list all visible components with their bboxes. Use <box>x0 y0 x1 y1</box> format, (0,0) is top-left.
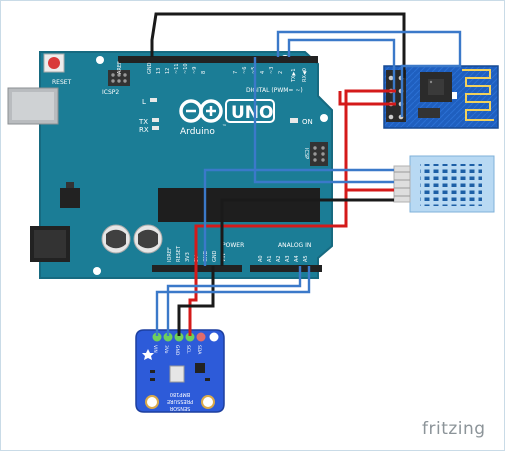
bmp-pad <box>152 332 162 342</box>
arduino-uno-board: RESET ICSP2 AREF GND 13 12 ~11 ~10 ~9 8 … <box>7 51 333 279</box>
on-label: ON <box>302 118 313 126</box>
bmp-pad <box>174 332 184 342</box>
wire-bmp-scl <box>155 266 311 336</box>
mounting-hole <box>320 114 328 122</box>
icsp2-header <box>108 70 130 86</box>
icsp2-label: ICSP2 <box>102 89 119 96</box>
tx-label: TX <box>138 118 148 126</box>
dc-power-jack <box>30 226 70 262</box>
pin-label-2: 2 <box>278 71 284 74</box>
pin-label-13: 13 <box>156 68 162 74</box>
mounting-hole <box>93 267 101 275</box>
pin-label-a2: A2 <box>276 255 282 262</box>
fritzing-watermark: fritzing <box>422 419 486 439</box>
bmp-pin-gnd: GND <box>174 345 180 356</box>
pin-label-gnd2: GND <box>212 250 218 262</box>
pin-label-a3: A3 <box>285 255 291 262</box>
pin-label-7: 7 <box>233 71 239 74</box>
rx-label: RX <box>139 126 149 134</box>
pin-label-8: 8 <box>201 71 207 74</box>
uno-badge <box>225 99 275 123</box>
bmp-line3: SENSOR <box>169 405 190 411</box>
pin-label-1: TX▶1 <box>291 68 297 83</box>
led-l <box>150 98 157 102</box>
icsp-header <box>310 142 328 166</box>
pin-label-10: ~10 <box>183 63 189 74</box>
analog-label: ANALOG IN <box>278 242 311 249</box>
dht11-sensor <box>393 155 495 213</box>
bmp-mounting-hole <box>145 395 159 409</box>
digital-header-left <box>118 56 238 63</box>
pin-label-aref: AREF <box>117 61 123 74</box>
esp-flash-chip <box>418 108 440 118</box>
bmp-regulator <box>195 363 205 373</box>
analog-header <box>250 265 322 272</box>
bmp-mounting-hole <box>201 395 215 409</box>
brand-label: Arduino <box>180 127 215 137</box>
bmp-pad <box>185 332 195 342</box>
esp-antenna <box>462 69 494 121</box>
led-rx <box>152 126 159 130</box>
wire-esp-tx <box>287 38 396 104</box>
bmp-line2: PRESSURE <box>167 398 193 404</box>
bmp180-sensor: VIN 3Vo GND SCL SDA BMP180 PRESSURE SENS… <box>135 329 225 413</box>
bmp-pad <box>163 332 173 342</box>
wire-esp-rx <box>276 30 462 117</box>
bmp-pin-sda: SDA <box>196 345 202 355</box>
voltage-regulator <box>60 188 80 208</box>
wire-bmp-sda <box>166 266 302 336</box>
bmp-hole <box>209 332 219 342</box>
mounting-hole <box>96 56 104 64</box>
digital-header-right <box>230 56 318 63</box>
wire-gnd-esp <box>150 12 406 78</box>
led-tx <box>152 118 159 122</box>
led-on <box>290 118 298 123</box>
icsp-label: ICSP <box>303 148 309 159</box>
arduino-logo-icon <box>179 99 223 123</box>
wire-bmp-vin <box>188 266 198 336</box>
pin-label-6: ~6 <box>242 67 248 74</box>
bmp-pin-3vo: 3Vo <box>163 345 169 354</box>
star-logo-icon <box>142 349 154 360</box>
bmp-pad <box>196 332 206 342</box>
pin-label-3: ~3 <box>269 67 275 74</box>
pin-label-12: 12 <box>165 68 171 74</box>
bmp-pin-scl: SCL <box>185 345 191 354</box>
bmp-sensor-chip <box>169 365 185 383</box>
pin-label-0: RX◀0 <box>302 68 308 82</box>
bmp-pin-vin: VIN <box>152 345 158 353</box>
pin-label-ioref: IOREF <box>167 247 173 262</box>
reset-button <box>43 53 65 73</box>
pin-label-a5: A5 <box>303 255 309 262</box>
bmp-title: BMP180 <box>170 391 190 397</box>
trademark: ™ <box>222 124 227 130</box>
wire-dht-gnd <box>220 198 394 266</box>
wire-power-esp <box>194 89 396 266</box>
digital-label: DIGITAL (PWM= ~) <box>246 87 303 94</box>
pin-label-vin: VIN <box>221 253 227 262</box>
pin-label-3v3: 3V3 <box>185 252 191 262</box>
pin-label-gnd-top: GND <box>147 62 153 74</box>
l-label: L <box>142 98 146 106</box>
esp-led <box>452 92 457 99</box>
uno-label: UNO <box>231 103 273 123</box>
wire-power-esp-ch <box>338 91 396 106</box>
dht-pins <box>393 165 411 203</box>
wire-dht-data <box>253 57 394 184</box>
pin-label-a4: A4 <box>294 255 300 262</box>
pin-label-reset: RESET <box>176 245 182 262</box>
usb-connector <box>7 87 59 125</box>
pin-label-a0: A0 <box>258 255 264 262</box>
wire-dht-vcc <box>203 168 394 266</box>
pin-label-11: ~11 <box>174 63 180 74</box>
reset-label: RESET <box>52 79 72 86</box>
atmega-chip <box>158 188 320 222</box>
power-label: POWER <box>222 242 244 249</box>
pin-label-9: ~9 <box>192 67 198 74</box>
pin-label-a1: A1 <box>267 255 273 262</box>
pin-label-4: 4 <box>260 71 266 74</box>
